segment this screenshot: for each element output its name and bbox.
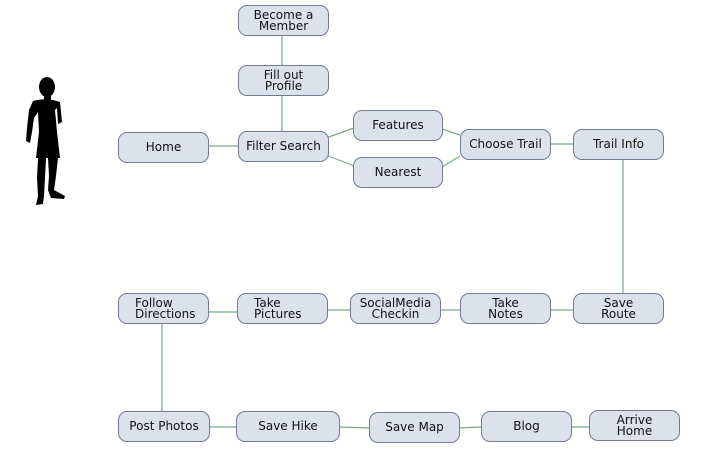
node-trail-info[interactable]: Trail Info — [573, 129, 664, 160]
node-save-hike[interactable]: Save Hike — [236, 411, 340, 442]
node-save-route[interactable]: Save Route — [573, 293, 664, 324]
connector-filter-nearest — [325, 154, 355, 167]
node-blog[interactable]: Blog — [481, 411, 572, 442]
node-nearest[interactable]: Nearest — [353, 157, 443, 188]
node-arrive-home[interactable]: Arrive Home — [589, 410, 680, 441]
connector-filter-features — [325, 127, 355, 139]
node-features[interactable]: Features — [353, 110, 443, 141]
connector-map-blog — [458, 426, 482, 429]
node-post-photos[interactable]: Post Photos — [118, 411, 210, 442]
node-choose-trail[interactable]: Choose Trail — [460, 129, 551, 160]
node-take-pictures[interactable]: Take Pictures — [237, 293, 328, 324]
node-take-notes[interactable]: Take Notes — [460, 293, 551, 324]
connector-nearest-choose — [441, 155, 461, 168]
node-become-member[interactable]: Become a Member — [238, 5, 329, 36]
connector-hike-map — [338, 426, 370, 429]
node-follow-directions[interactable]: Follow Directions — [118, 293, 209, 324]
connector-features-choose — [441, 128, 461, 136]
node-fill-out-profile[interactable]: Fill out Profile — [238, 65, 329, 96]
node-socialmedia-checkin[interactable]: SocialMedia Checkin — [350, 293, 441, 324]
node-save-map[interactable]: Save Map — [369, 412, 460, 443]
node-filter-search[interactable]: Filter Search — [238, 131, 329, 162]
node-home[interactable]: Home — [118, 132, 209, 163]
person-silhouette-icon — [26, 77, 65, 205]
